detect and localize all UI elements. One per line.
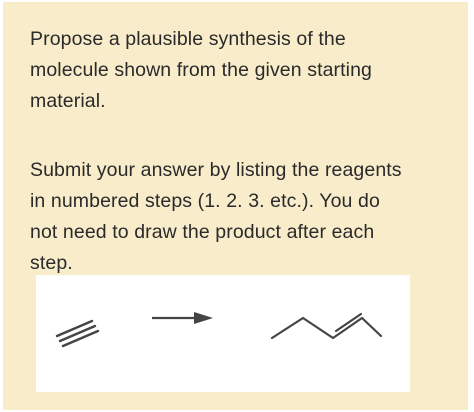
reaction-scheme-panel — [36, 275, 410, 392]
product-double-bond-line — [334, 312, 363, 333]
triple-bond-line-3 — [61, 329, 100, 348]
starting-material-triple-bond — [55, 319, 100, 348]
arrow-head — [194, 312, 213, 324]
question-prompt: Propose a plausible synthesis of the mol… — [30, 24, 440, 117]
prompt-line: molecule shown from the given starting — [30, 59, 372, 81]
instruction-line: in numbered steps (1. 2. 3. etc.). You d… — [30, 190, 380, 212]
prompt-line: material. — [30, 90, 106, 112]
reaction-scheme — [55, 312, 383, 348]
instruction-line: Submit your answer by listing the reagen… — [30, 159, 402, 181]
prompt-line: Propose a plausible synthesis of the — [30, 28, 346, 50]
triple-bond-line-1 — [55, 319, 94, 338]
reaction-arrow — [152, 312, 213, 324]
product-alkene — [270, 312, 383, 340]
product-carbon-chain — [270, 316, 383, 340]
submission-instructions: Submit your answer by listing the reagen… — [30, 155, 440, 279]
instruction-line: step. — [30, 252, 73, 274]
triple-bond-line-2 — [58, 324, 97, 343]
instruction-line: not need to draw the product after each — [30, 221, 375, 243]
